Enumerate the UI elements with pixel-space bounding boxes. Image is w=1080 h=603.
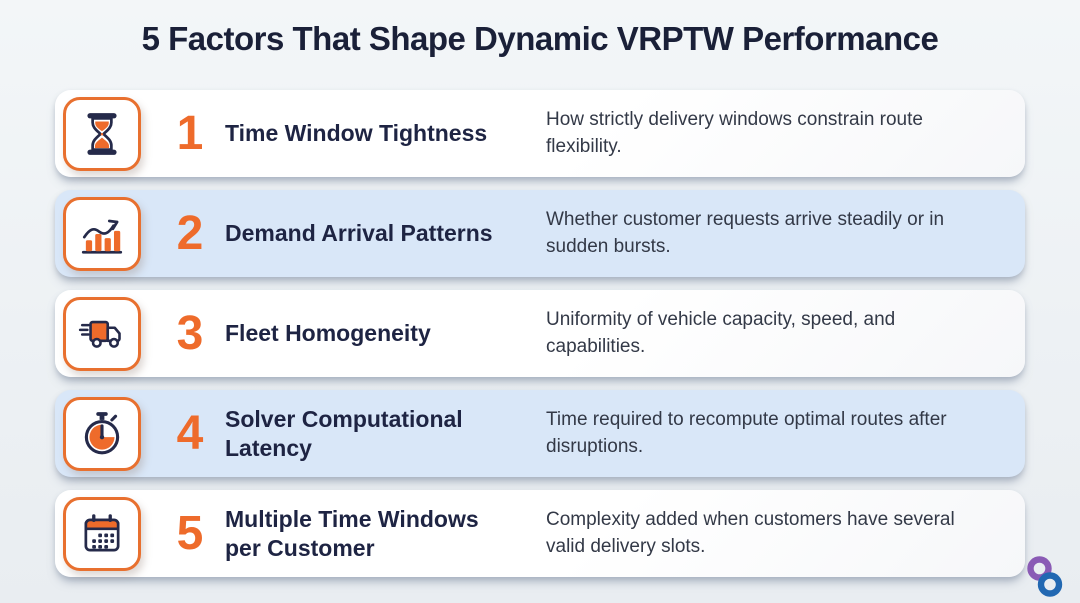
factor-row-3: 3 Fleet Homogeneity Uniformity of vehicl…: [55, 290, 1025, 377]
factor-title: Fleet Homogeneity: [225, 320, 431, 347]
factor-title: Multiple Time Windows per Customer: [225, 506, 479, 561]
factor-title: Demand Arrival Patterns: [225, 220, 493, 247]
factor-row-1: 1 Time Window Tightness How strictly del…: [55, 90, 1025, 177]
factor-description: How strictly delivery windows constrain …: [546, 108, 923, 157]
hourglass-icon: [63, 96, 141, 171]
factor-number: 5: [176, 506, 204, 560]
factor-description: Complexity added when customers have sev…: [546, 508, 955, 557]
factor-title: Solver Computational Latency: [225, 406, 463, 461]
factor-number: 2: [176, 206, 204, 260]
factor-row-5: 5 Multiple Time Windows per Customer Com…: [55, 490, 1025, 577]
delivery-truck-icon: [63, 296, 141, 371]
stopwatch-icon: [63, 396, 141, 471]
factor-description: Whether customer requests arrive steadil…: [546, 208, 945, 257]
page-title: 5 Factors That Shape Dynamic VRPTW Perfo…: [141, 20, 939, 57]
infinity-brand-logo: [1022, 555, 1068, 599]
bar-chart-trend-icon: [63, 196, 141, 271]
factor-title: Time Window Tightness: [225, 120, 488, 147]
factor-row-2: 2 Demand Arrival Patterns Whether custom…: [55, 190, 1025, 277]
factor-number: 1: [176, 106, 204, 160]
factor-number: 3: [176, 306, 204, 360]
factor-number: 4: [176, 406, 204, 460]
calendar-icon: [63, 496, 141, 571]
factor-description: Uniformity of vehicle capacity, speed, a…: [546, 308, 896, 357]
factor-list: 1 Time Window Tightness How strictly del…: [55, 90, 1025, 577]
factor-description: Time required to recompute optimal route…: [546, 408, 947, 457]
factor-row-4: 4 Solver Computational Latency Time requ…: [55, 390, 1025, 477]
